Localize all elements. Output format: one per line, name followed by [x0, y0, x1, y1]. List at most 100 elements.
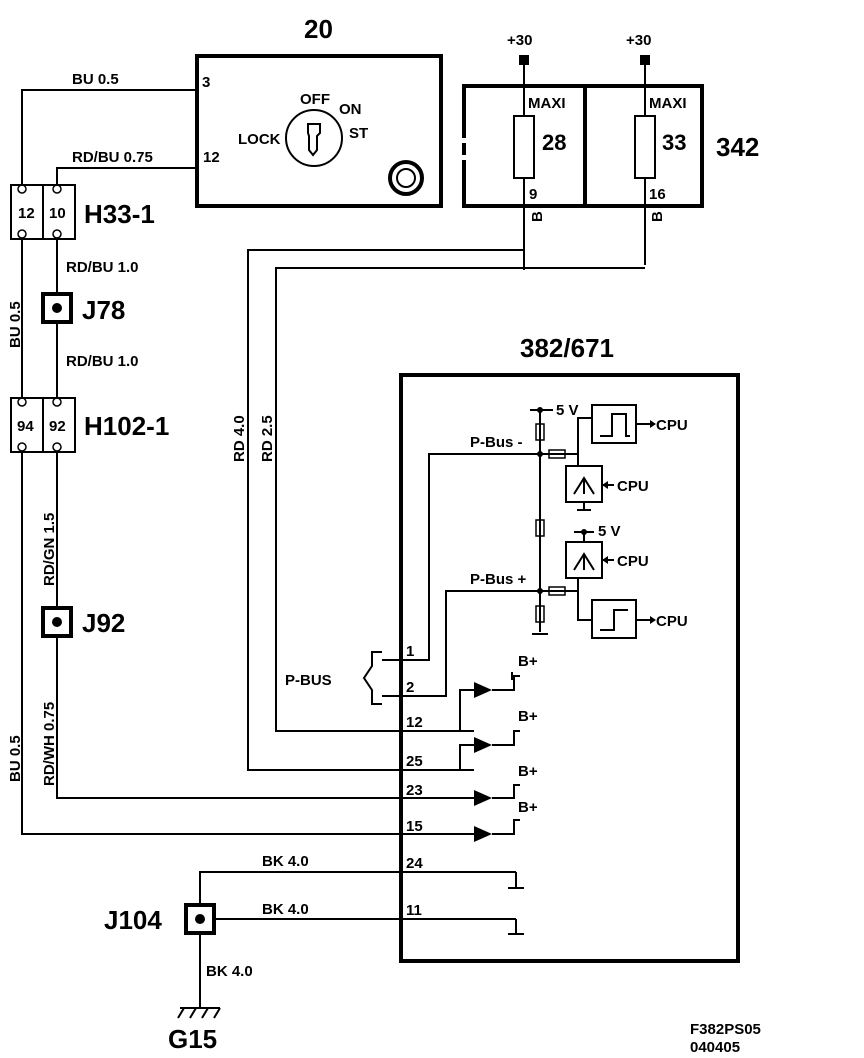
wire-rd-25	[275, 267, 645, 732]
connector-h33: 12 10 H33-1	[10, 184, 155, 240]
driver-1-icon	[474, 682, 492, 698]
footer-code: F382PS05	[690, 1021, 761, 1038]
wire-label-bk-b: BK 4.0	[262, 901, 309, 918]
joint-j104: J104	[104, 903, 216, 935]
pos-st: ST	[349, 125, 368, 142]
h33-pin-dot-3	[17, 229, 27, 239]
bplus-label-4: B+	[518, 799, 538, 816]
fuse-28-number: 28	[542, 130, 566, 155]
comparator-1-waveform	[600, 413, 630, 437]
wire-label-rd-40: RD 4.0	[231, 415, 248, 462]
h102-pin-dot-4	[52, 442, 62, 452]
wire-label-rdbu-10-b: RD/BU 1.0	[66, 353, 139, 370]
cpu-4-arrow-icon	[650, 616, 656, 624]
transistor-2-symbol	[573, 552, 595, 571]
bplus-label-3: B+	[518, 763, 538, 780]
wire-rdbu-top	[56, 167, 197, 185]
h33-pin-dot-4	[52, 229, 62, 239]
driver-3-icon	[474, 790, 492, 806]
fuse-28-icon	[513, 115, 535, 179]
joint-j92: J92	[41, 606, 125, 638]
connector-h102: 94 92 H102-1	[10, 397, 169, 453]
cpu-3-arrow-icon	[602, 556, 608, 564]
ground-label: G15	[168, 1024, 217, 1054]
wire-bk-24	[199, 871, 516, 905]
h33-pin-dot-2	[52, 184, 62, 194]
driver-3-output	[492, 784, 520, 799]
h102-pin-dot-3	[17, 442, 27, 452]
cpu-label-4: CPU	[656, 613, 688, 630]
wire-label-rdwh: RD/WH 0.75	[41, 702, 58, 786]
module-pin-25: 25	[406, 753, 423, 770]
h102-pin-dot-1	[17, 397, 27, 407]
h102-pin-92: 92	[49, 418, 66, 435]
ground-icon	[177, 1007, 221, 1019]
h33-pin-dot-1	[17, 184, 27, 194]
wiring-ground: BK 4.0 BK 4.0 BK 4.0 G15	[168, 853, 516, 1054]
fuse-box: 342 +30 +30 MAXI MAXI 28 33 9 16 B B	[460, 32, 759, 270]
cpu-2-arrow-icon	[602, 481, 608, 489]
wiring-supply: RD 4.0 RD 2.5	[231, 249, 645, 771]
comparator-1-icon	[591, 404, 637, 444]
resistor-icon	[535, 423, 545, 441]
fuse-28-type: MAXI	[528, 95, 566, 112]
wire-rd-40	[247, 249, 524, 771]
v5-label-b: 5 V	[598, 523, 621, 540]
wire-label-rdbu-075: RD/BU 0.75	[72, 149, 153, 166]
supply-terminal-2	[640, 55, 650, 65]
fuse-33-pin: 16	[649, 186, 666, 203]
module-pin-11: 11	[406, 902, 422, 919]
joint-j92-dot	[52, 617, 62, 627]
wire-label-bk-c: BK 4.0	[206, 963, 253, 980]
wire-rdwh	[56, 636, 474, 799]
wire-label-rd-25: RD 2.5	[259, 415, 276, 462]
module-pin-23: 23	[406, 782, 423, 799]
lamp-inner-icon	[396, 168, 416, 188]
transistor-1-symbol	[573, 476, 595, 495]
pos-on: ON	[339, 101, 362, 118]
pbus-plus-resistor	[548, 586, 566, 596]
wire-label-rdbu-10-a: RD/BU 1.0	[66, 259, 139, 276]
wire-b-16: B	[649, 211, 666, 222]
h102-pin-dot-2	[52, 397, 62, 407]
wire-label-bu-top: BU 0.5	[72, 71, 119, 88]
wire-b-9: B	[529, 211, 546, 222]
pin-12: 12	[203, 149, 220, 166]
pbus-bracket-label: P-BUS	[285, 672, 332, 689]
connector-h102-name: H102-1	[84, 411, 169, 441]
pbus-minus-resistor	[548, 449, 566, 459]
resistor-icon-2	[535, 519, 545, 537]
joint-j78-label: J78	[82, 295, 125, 325]
driver-2-feed	[446, 744, 474, 771]
resistor-icon-3	[535, 605, 545, 623]
cpu-label-3: CPU	[617, 553, 649, 570]
wire-label-bu-vert-b: BU 0.5	[7, 735, 24, 782]
driver-1-output	[492, 675, 520, 691]
driver-2-output	[492, 730, 520, 746]
module-pin-2: 2	[406, 679, 414, 696]
lamp-icon	[388, 160, 424, 196]
driver-4-icon	[474, 826, 492, 842]
joint-j92-label: J92	[82, 608, 125, 638]
driver-4-output	[492, 819, 520, 835]
cpu-label-1: CPU	[656, 417, 688, 434]
comparator-2-waveform	[600, 609, 628, 631]
bplus-label-1: B+	[518, 653, 538, 670]
module-pin-15: 15	[406, 818, 423, 835]
module-pin-24: 24	[406, 855, 423, 872]
control-module: 382/671 5 V P-Bus - CPU CPU	[285, 333, 740, 963]
joint-j104-label: J104	[104, 905, 162, 935]
connector-h33-name: H33-1	[84, 199, 155, 229]
ignition-switch-box	[195, 54, 443, 208]
module-pin-12: 12	[406, 714, 423, 731]
wire-label-bk-a: BK 4.0	[262, 853, 309, 870]
control-module-box	[399, 373, 740, 963]
cpu-label-2: CPU	[617, 478, 649, 495]
cpu-1-arrow-icon	[650, 420, 656, 428]
pbus-plus-label: P-Bus +	[470, 571, 527, 588]
fuse-33-icon	[634, 115, 656, 179]
h33-pin-10: 10	[49, 205, 66, 222]
supply-label-2: +30	[626, 32, 651, 49]
key-icon	[307, 123, 321, 157]
